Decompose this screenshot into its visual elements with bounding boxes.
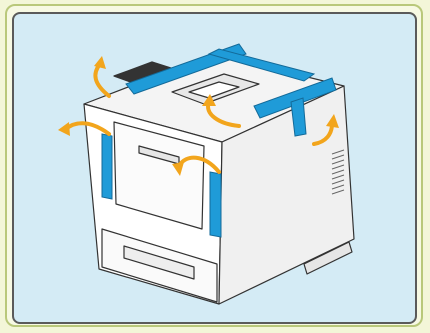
tape-right: [253, 77, 337, 119]
tape-right-drop: [290, 97, 307, 137]
tapes: [101, 43, 337, 238]
arrow-top-left: [93, 62, 111, 98]
tape-top-long: [207, 48, 316, 82]
tape-left-front: [101, 133, 113, 200]
arrow-heads: [58, 56, 339, 176]
front-door: [113, 121, 205, 230]
tape-center-front: [209, 171, 222, 238]
illustration-panel: [12, 12, 417, 324]
printer-illustration: [58, 43, 355, 305]
side-vents: [331, 149, 345, 195]
